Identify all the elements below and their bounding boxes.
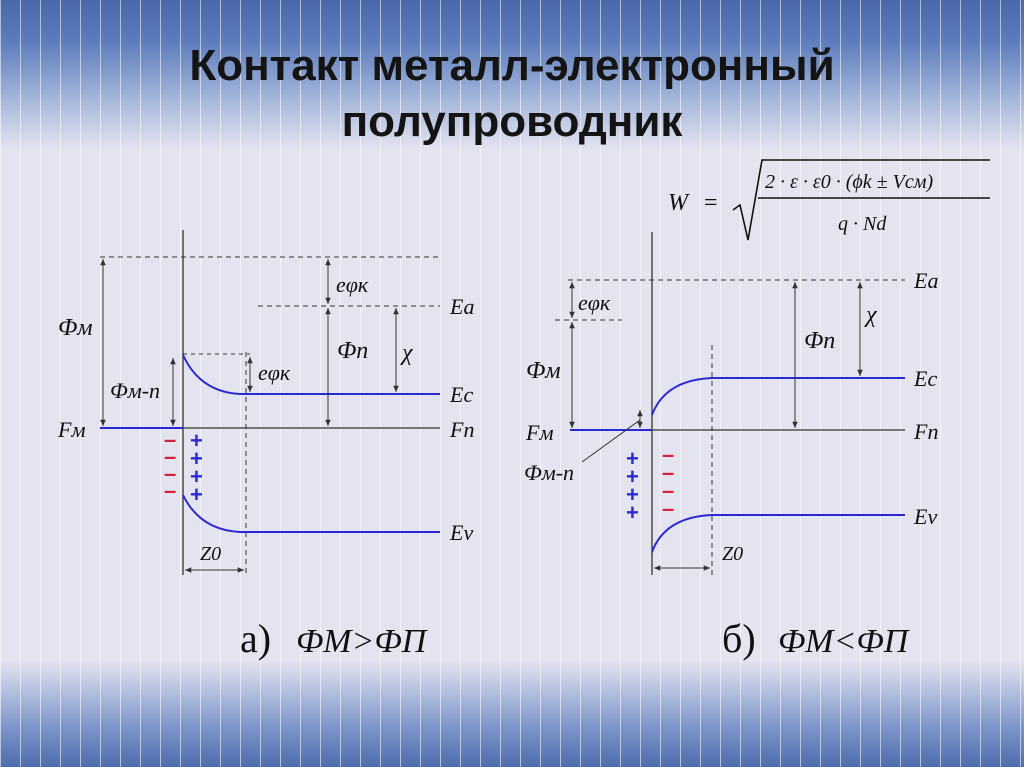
- panel-a-label-ephik-top: eφк: [336, 272, 369, 297]
- panel-a-label-z0: Z0: [200, 543, 221, 565]
- panel-a-label-ev: Ev: [449, 520, 473, 545]
- panel-b: eφк Фм Fм Фм-п Фп χ Ea Ec Fn Ev Z0 + + +…: [524, 232, 938, 661]
- formula-eq: =: [704, 190, 718, 216]
- panel-b-label-chi: χ: [864, 302, 878, 328]
- panel-b-ev-band: [651, 514, 905, 553]
- panel-b-ec-band: [651, 377, 905, 416]
- panel-a-plus-2: +: [190, 446, 203, 471]
- panel-a-label-phi-m: Фм: [58, 315, 93, 341]
- panel-b-caption-letter: б): [722, 616, 756, 661]
- panel-a-label-ephik-bend: eφк: [258, 360, 291, 385]
- title-line-1: Контакт металл-электронный: [189, 41, 835, 90]
- panel-b-minus-2: –: [662, 460, 674, 485]
- panel-b-plus-2: +: [626, 464, 639, 489]
- panel-b-label-fn: Fn: [913, 419, 938, 444]
- panel-b-label-ev: Ev: [913, 504, 937, 529]
- slide-title: Контакт металл-электронный полупроводник: [0, 38, 1024, 150]
- panel-b-label-phi-p: Фп: [804, 328, 835, 354]
- panel-a: Фм Фм-п eφк Фп χ eφк Ea Ec Fn Ev Fм Z0 –…: [57, 230, 474, 661]
- panel-a-label-chi: χ: [400, 340, 414, 366]
- panel-a-label-ea: Ea: [449, 294, 474, 319]
- panel-a-caption-relation: ФМ>ФП: [296, 623, 429, 660]
- panel-b-label-phi-m: Фм: [526, 358, 561, 384]
- panel-b-caption-relation: ФМ<ФП: [778, 623, 911, 660]
- panel-b-minus-4: –: [662, 496, 674, 521]
- panel-a-label-ec: Ec: [449, 382, 473, 407]
- panel-b-label-ea: Ea: [913, 268, 938, 293]
- panel-b-label-z0: Z0: [722, 543, 743, 565]
- panel-b-plus-3: +: [626, 482, 639, 507]
- formula-denominator: q · Nd: [838, 213, 887, 235]
- formula-radical: [732, 159, 990, 241]
- panel-a-plus-3: +: [190, 464, 203, 489]
- panel-a-ev-band: [182, 494, 440, 533]
- panel-a-plus-4: +: [190, 482, 203, 507]
- panel-a-caption-letter: а): [240, 616, 271, 661]
- formula-lhs: W: [668, 190, 690, 216]
- panel-b-minus-1: –: [662, 442, 674, 467]
- panel-a-minus-4: –: [164, 478, 176, 503]
- panel-a-minus-3: –: [164, 461, 176, 486]
- title-line-2: полупроводник: [341, 97, 683, 146]
- formula-numerator: 2 · ε · ε0 · (ϕk ± Vсм): [765, 171, 933, 193]
- panel-a-label-phi-mp: Фм-п: [110, 378, 160, 403]
- panel-b-label-ephik: eφк: [578, 290, 611, 315]
- panel-b-label-ec: Ec: [913, 366, 937, 391]
- panel-b-minus-3: –: [662, 478, 674, 503]
- panel-a-minus-1: –: [164, 427, 176, 452]
- panel-a-ec-band: [182, 354, 440, 395]
- panel-a-label-phi-p: Фп: [337, 338, 368, 364]
- panel-a-plus-1: +: [190, 428, 203, 453]
- panel-a-minus-2: –: [164, 444, 176, 469]
- panel-b-label-fm: Fм: [525, 420, 553, 445]
- panel-a-label-fm: Fм: [57, 417, 85, 442]
- panel-b-plus-4: +: [626, 500, 639, 525]
- panel-a-label-fn: Fn: [449, 417, 474, 442]
- panel-b-plus-1: +: [626, 446, 639, 471]
- formula: W = 2 · ε · ε0 · (ϕk ± Vсм) q · Nd: [668, 159, 990, 241]
- panel-b-label-phi-mp: Фм-п: [524, 460, 574, 485]
- panel-b-phi-mp-leader: [581, 419, 641, 463]
